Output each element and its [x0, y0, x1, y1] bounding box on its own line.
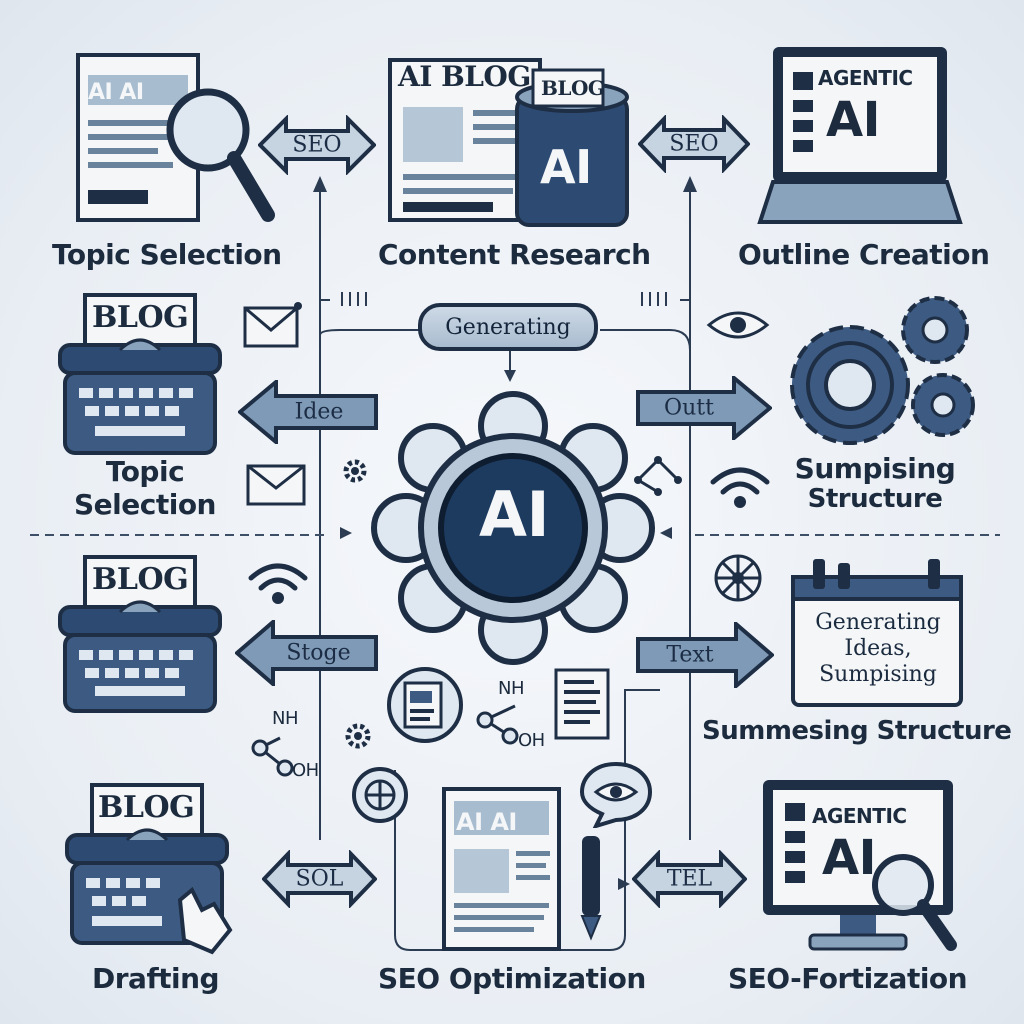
- chem-label: OH: [518, 730, 545, 751]
- arrow-label: Idee: [294, 399, 344, 425]
- doc-tag: AI: [826, 92, 881, 148]
- document-bubble-icon: [387, 667, 463, 743]
- arrow-sol: SOL: [261, 849, 378, 909]
- document-icon: [442, 787, 561, 951]
- ai-hub-icon: [371, 391, 655, 665]
- typewriter-hand-icon: [65, 783, 233, 955]
- label-drafting: Drafting: [92, 962, 220, 995]
- label-seo-fortization: SEO-Fortization: [728, 962, 968, 995]
- chem-label: OH: [292, 760, 319, 781]
- network-node-icon: [634, 456, 682, 496]
- arrow-label: SEO: [292, 132, 342, 158]
- arrow-label: Text: [666, 642, 714, 668]
- label-topic-selection: Topic Selection: [52, 238, 282, 271]
- ai-blog-document-icon: [388, 58, 629, 227]
- calendar-board-icon: [791, 559, 963, 707]
- doc-tag: AGENTIC: [818, 66, 913, 90]
- box-line-3: Sumpising: [819, 662, 937, 687]
- arrow-label: SEO: [669, 131, 719, 157]
- right-arrow-icon: [636, 373, 774, 443]
- eye-icon: [706, 311, 770, 339]
- double-arrow-icon: [261, 849, 378, 909]
- laptop-icon: [757, 47, 963, 224]
- arrow-text: Text: [636, 619, 776, 691]
- label-topic-selection-2-line2: Selection: [74, 488, 217, 521]
- arrow-tel: TEL: [631, 849, 748, 909]
- envelope-icon: [243, 302, 302, 348]
- small-gear-icon: [345, 723, 371, 749]
- typewriter-icon: [58, 555, 222, 713]
- arrow-outt: Outt: [636, 373, 774, 443]
- document-icon: [554, 668, 610, 740]
- doc-tag: AI: [540, 140, 592, 194]
- network-node-icon: [714, 554, 762, 602]
- eye-bubble-icon: [579, 761, 653, 828]
- left-arrow-icon: [233, 617, 378, 689]
- globe-icon: [352, 767, 408, 823]
- envelope-icon: [246, 464, 306, 506]
- small-gear-icon: [343, 459, 367, 483]
- molecule-icon: [251, 736, 294, 777]
- label-sumpising-line2: Structure: [807, 484, 943, 514]
- arrow-label: SOL: [295, 866, 344, 892]
- hub-label: AI: [478, 478, 550, 551]
- generating-pill: Generating: [418, 303, 598, 351]
- typewriter-icon: [58, 293, 222, 455]
- left-arrow-icon: [236, 377, 378, 447]
- box-line-2: Ideas,: [844, 636, 912, 661]
- doc-tag: AI AI: [88, 80, 144, 105]
- monitor-magnifier-icon: [763, 780, 957, 951]
- doc-tag: BLOG: [92, 300, 189, 335]
- arrow-stoge: Stoge: [233, 617, 380, 689]
- label-summesing-structure: Summesing Structure: [702, 716, 1012, 746]
- arrow-idee: Idee: [236, 377, 380, 447]
- wifi-icon: [710, 467, 770, 508]
- label-sumpising-line1: Sumpising: [794, 452, 956, 485]
- chem-label: NH: [498, 678, 525, 699]
- double-arrow-icon: [637, 114, 751, 174]
- double-arrow-icon: [257, 114, 377, 176]
- label-outline-creation: Outline Creation: [738, 238, 990, 271]
- chem-label: NH: [272, 708, 299, 729]
- arrow-label: TEL: [666, 866, 713, 892]
- doc-tag: AI BLOG: [398, 60, 531, 93]
- doc-tag: AI: [822, 830, 877, 886]
- doc-tag: BLOG: [541, 76, 605, 100]
- right-arrow-icon: [636, 619, 776, 691]
- pen-icon: [580, 836, 602, 941]
- label-topic-selection-2-line1: Topic: [105, 455, 185, 488]
- label-content-research: Content Research: [378, 238, 651, 271]
- gears-icon: [790, 296, 975, 445]
- doc-tag: BLOG: [98, 790, 195, 825]
- document-magnifier-icon: [76, 53, 275, 222]
- arrow-label: Stoge: [286, 640, 351, 666]
- doc-tag: AI AI: [456, 808, 517, 836]
- arrow-seo-right: SEO: [637, 114, 751, 174]
- box-line-1: Generating: [815, 610, 941, 635]
- arrow-label: Outt: [664, 395, 714, 421]
- molecule-icon: [476, 704, 519, 745]
- double-arrow-icon: [631, 849, 748, 909]
- doc-tag: AGENTIC: [812, 804, 907, 828]
- label-seo-optimization: SEO Optimization: [378, 962, 646, 995]
- wifi-icon: [248, 563, 308, 604]
- arrow-seo-left: SEO: [257, 114, 377, 176]
- doc-tag: BLOG: [92, 562, 189, 597]
